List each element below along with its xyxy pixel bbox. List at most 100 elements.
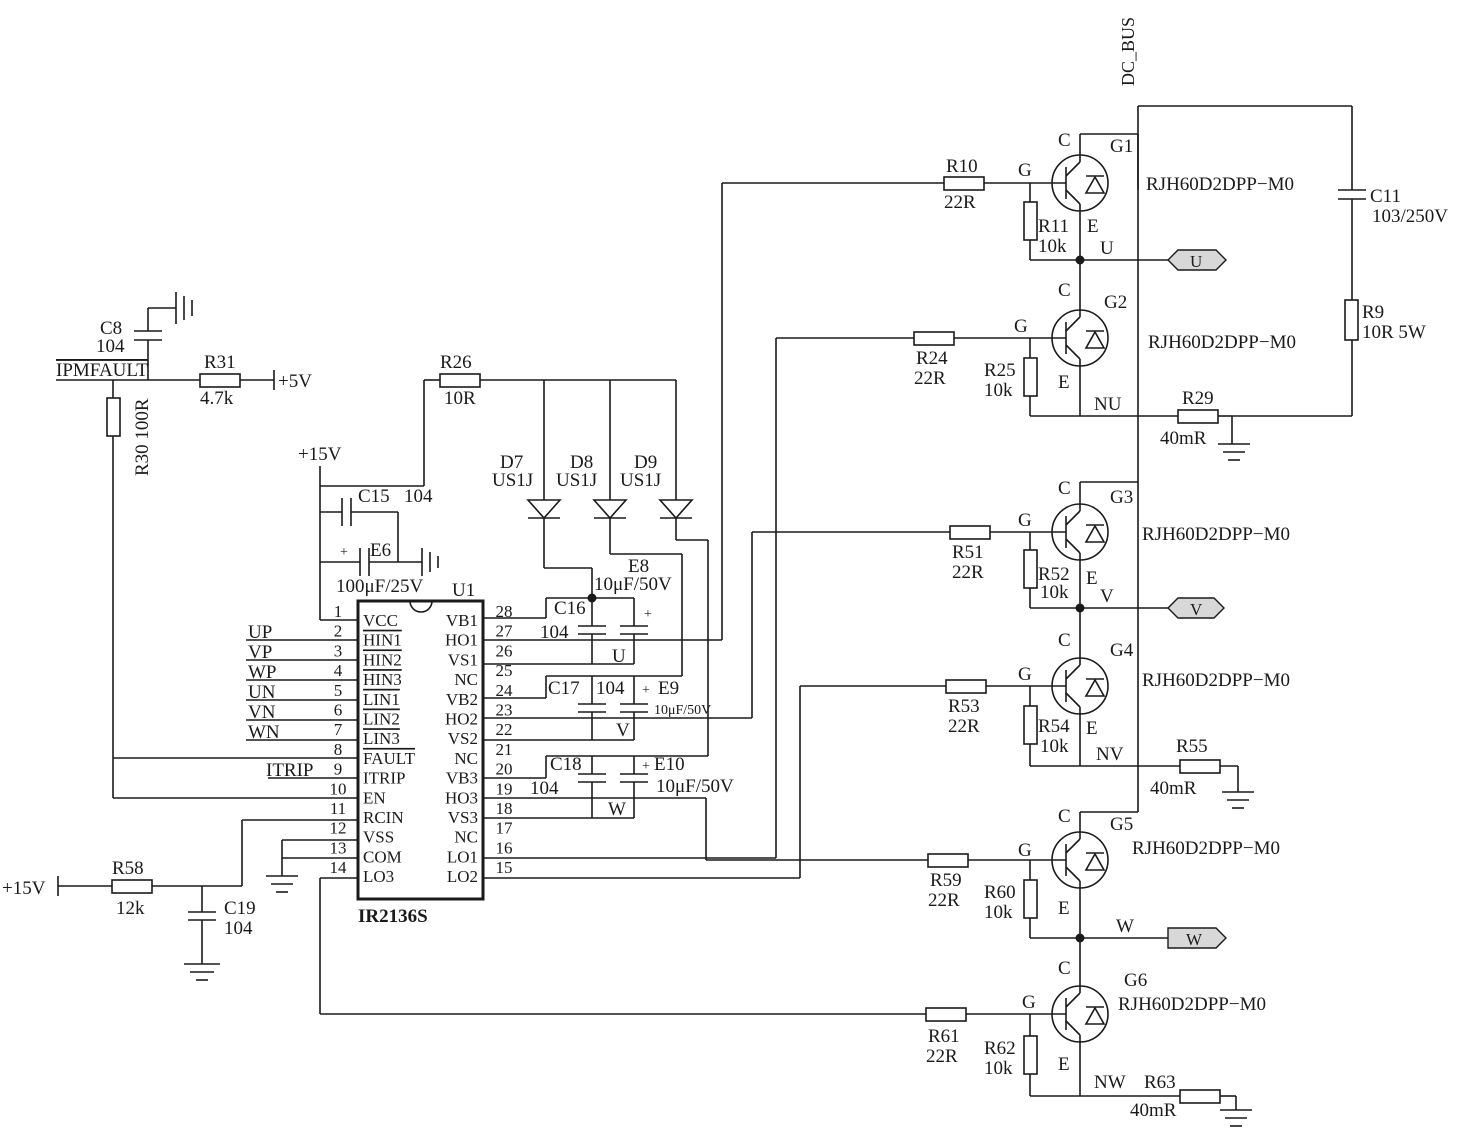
r10-resistor: R10 22R (722, 156, 1038, 213)
bootstrap-v-label: V (616, 720, 630, 741)
ic-pin-3-number: 3 (334, 641, 343, 660)
ic-pin-8-number: 8 (334, 740, 343, 759)
ic-left-wiring (241, 486, 358, 1014)
ic-pin-10-number: 10 (330, 779, 347, 798)
g3-e: E (1086, 568, 1098, 589)
ic-pin-5-name: LIN1 (363, 690, 400, 709)
itrip-net: ITRIP (266, 760, 358, 781)
ic-pin-13-name: COM (363, 847, 402, 866)
r9-resistor: R9 10R 5W (1232, 299, 1426, 417)
input-wn: WN (248, 722, 280, 743)
node-nv-label: NV (1096, 744, 1124, 765)
ic-pin-16-name: LO1 (447, 847, 478, 866)
node-v-label: V (1100, 586, 1114, 607)
g2-g: G (1014, 316, 1028, 337)
ic-pin-21-name: NC (454, 749, 478, 768)
r53-value: 22R (948, 716, 980, 737)
ic-pin-20-name: VB3 (446, 769, 478, 788)
c15-ref: C15 (358, 486, 390, 507)
ic-pin-19-name: HO3 (445, 788, 478, 807)
r63-value: 40mR (1130, 1100, 1177, 1121)
itrip-label: ITRIP (266, 760, 314, 781)
r25-value: 10k (984, 380, 1013, 401)
c19-value: 104 (224, 918, 253, 939)
ic-pin-12-name: VSS (363, 828, 394, 847)
ic-pin-21-number: 21 (496, 740, 513, 759)
ic-pin-22-name: VS2 (448, 729, 478, 748)
r55-resistor: R55 40mR (1150, 736, 1254, 809)
ic-pin-24-name: VB2 (446, 690, 478, 709)
ic-pin-23-name: HO2 (445, 710, 478, 729)
ic-pin-1-number: 1 (334, 602, 343, 621)
r55-ref: R55 (1176, 736, 1208, 757)
g6-g: G (1022, 992, 1036, 1013)
ic-pin-4-number: 4 (334, 661, 343, 680)
d7-diode: D7 US1J (492, 380, 593, 598)
ic-pin-14-name: LO3 (363, 867, 394, 886)
port-u-label: U (1190, 252, 1202, 271)
g5-ref: G5 (1110, 814, 1133, 835)
plus5v-label: +5V (278, 371, 312, 392)
r60-value: 10k (984, 902, 1013, 923)
r59-ref: R59 (930, 870, 962, 891)
r11-value: 10k (1038, 236, 1067, 257)
ic-pin-7-name: LIN3 (363, 729, 400, 748)
r58-ref: R58 (112, 858, 144, 879)
r63-resistor: R63 40mR (1130, 1072, 1252, 1127)
g5-g: G (1018, 840, 1032, 861)
ic-pin-13-number: 13 (330, 838, 347, 857)
g2-part: RJH60D2DPP−M0 (1148, 332, 1296, 353)
ic-pin-20-number: 20 (496, 760, 513, 779)
ic-pin-22-number: 22 (496, 720, 513, 739)
bootstrap-u-label: U (612, 646, 626, 667)
ipmfault-net: IPMFAULT R30 100R (56, 360, 358, 799)
ic-pin-11-number: 11 (330, 799, 346, 818)
ic-pin-25-number: 25 (496, 661, 513, 680)
c16-value: 104 (540, 622, 569, 643)
r62-ref: R62 (984, 1038, 1016, 1059)
ic-pin-17-number: 17 (496, 819, 514, 838)
g4-part: RJH60D2DPP−M0 (1142, 670, 1290, 691)
r60-ref: R60 (984, 882, 1016, 903)
ic-pin-3-name: HIN2 (363, 650, 402, 669)
ic-pin-27-number: 27 (496, 622, 514, 641)
ic-pin-12-number: 12 (330, 819, 347, 838)
r9-ref: R9 (1362, 302, 1384, 323)
ic-pin-1-name: VCC (363, 611, 398, 630)
d9-value: US1J (620, 470, 661, 491)
r24-resistor: R24 22R (776, 331, 1032, 389)
d7-value: US1J (492, 470, 533, 491)
e6-value: 100μF/25V (336, 576, 424, 597)
ic-pin-6-number: 6 (334, 701, 343, 720)
g3-c: C (1058, 478, 1071, 499)
c19-ref: C19 (224, 898, 256, 919)
ic-u1: U1 IR2136S (356, 580, 485, 927)
r54-value: 10k (1040, 736, 1069, 757)
d7-ref: D7 (500, 452, 523, 473)
r61-resistor: R61 22R (320, 1007, 967, 1067)
r52-ref: R52 (1038, 564, 1070, 585)
ic-pin-19-number: 19 (496, 779, 513, 798)
e8-ref: E8 (628, 556, 649, 577)
low-side-gate-nets (483, 338, 801, 879)
node-nu-label: NU (1094, 394, 1122, 415)
c8-ref: C8 (100, 318, 122, 339)
g6-c: C (1058, 958, 1071, 979)
ic-pin-8-name: FAULT (363, 749, 416, 768)
e9-value: 10μF/50V (654, 703, 711, 718)
c17-ref: C17 (548, 678, 580, 699)
ic-pin-28-name: VB1 (446, 611, 478, 630)
ic-pin-26-name: VS1 (448, 650, 478, 669)
r24-ref: R24 (916, 348, 948, 369)
ic-pin-15-name: LO2 (447, 867, 478, 886)
ic-pin-24-number: 24 (496, 681, 514, 700)
e10-ref: E10 (654, 754, 685, 775)
input-up: UP (248, 622, 272, 643)
g4-e: E (1086, 718, 1098, 739)
ic-pin-2-name: HIN1 (363, 631, 402, 650)
r31-ref: R31 (204, 352, 236, 373)
r54-ref: R54 (1038, 716, 1070, 737)
c18-value: 104 (530, 778, 559, 799)
g6-part: RJH60D2DPP−M0 (1118, 994, 1266, 1015)
